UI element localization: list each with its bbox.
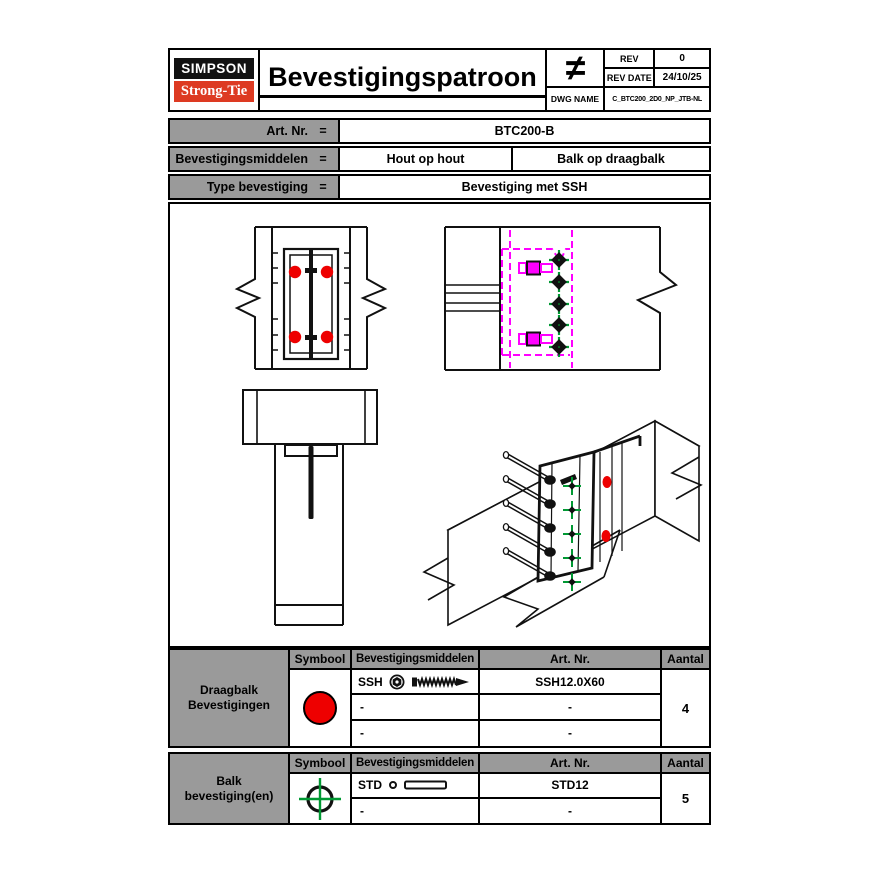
ssh-screw-dot <box>602 476 612 488</box>
break-line-left <box>422 557 456 601</box>
symbol-cell <box>290 774 352 823</box>
art-nr-cell: - <box>480 798 662 823</box>
rev-row: REV 0 <box>605 50 709 69</box>
group-label-line2: Bevestigingen <box>187 698 271 712</box>
crosshair-symbol <box>299 777 341 820</box>
side-view-drawing <box>444 226 678 371</box>
equals-sign: = <box>319 124 327 138</box>
page-title: Bevestigingspatroon <box>260 62 545 98</box>
hidden-screw-icon <box>518 260 553 276</box>
ssh-screw-dot <box>601 530 611 542</box>
header-symbool: Symbool <box>290 754 352 774</box>
equals-sign: = <box>319 180 327 194</box>
header-art-nr: Art. Nr. <box>480 754 662 774</box>
equals-sign: = <box>319 152 327 166</box>
art-nr-cell: - <box>480 720 662 746</box>
dwg-name-label: DWG NAME <box>546 86 604 110</box>
info-row-fasteners: Bevestigingsmiddelen = Hout op hout Balk… <box>168 146 711 172</box>
hex-bolt-icon <box>389 674 405 690</box>
rev-date-value: 24/10/25 <box>662 72 702 83</box>
fastener-cell: SSH <box>352 670 480 696</box>
art-nr-cell: SSH12.0X60 <box>480 670 662 696</box>
rev-date-row: REV DATE 24/10/25 <box>605 69 709 88</box>
plan-view-drawing <box>242 389 378 626</box>
hidden-screw-icon <box>518 331 553 347</box>
header-aantal: Aantal <box>662 650 709 670</box>
iso-view-drawing <box>422 419 703 628</box>
fastener-cell: - <box>352 695 480 721</box>
info-value-beam: Balk op draagbalk <box>557 152 665 166</box>
aantal-value: 5 <box>662 774 709 823</box>
info-label-text: Type bevestiging <box>206 180 308 194</box>
not-equal-symbol: ≠ <box>565 47 585 88</box>
logo-simpson: SIMPSON <box>174 58 255 79</box>
fastener-type-label: SSH <box>358 674 383 689</box>
art-nr-cell: STD12 <box>480 774 662 799</box>
drawing-area <box>168 202 711 648</box>
ssh-screw-icon <box>411 675 469 688</box>
logo: SIMPSON Strong-Tie <box>170 50 261 110</box>
group-label: Draagbalk Bevestigingen <box>170 650 290 746</box>
group-label-line2: bevestiging(en) <box>184 788 274 803</box>
std-dowel-icon <box>404 780 447 790</box>
title-block: SIMPSON Strong-Tie Bevestigingspatroon ≠… <box>168 48 711 112</box>
symbol-cell <box>290 670 352 746</box>
group-label-line1: Balk <box>216 773 242 788</box>
header-bevestigingsmiddelen: Bevestigingsmiddelen <box>352 754 480 774</box>
info-label: Type bevestiging = <box>170 176 340 198</box>
aantal-value: 4 <box>662 670 709 746</box>
info-row-type: Type bevestiging = Bevestiging met SSH <box>168 174 711 200</box>
break-line-right <box>670 456 703 500</box>
front-view-drawing <box>234 226 388 370</box>
nail-tick-marks <box>272 252 350 351</box>
ssh-screw-dots <box>288 265 334 344</box>
rev-value: 0 <box>679 53 685 64</box>
group-label-line1: Draagbalk <box>199 683 259 697</box>
dwg-name-row: C_BTC200_2D0_NP_JTB-NL <box>605 88 709 110</box>
info-label: Art. Nr. = <box>170 120 340 142</box>
art-nr-cell: - <box>480 695 662 721</box>
rev-label: REV <box>605 50 656 67</box>
info-value-wood: Hout op hout <box>340 148 513 170</box>
info-label-text: Art. Nr. <box>266 124 308 138</box>
header-art-nr: Art. Nr. <box>480 650 662 670</box>
dwg-name-value: C_BTC200_2D0_NP_JTB-NL <box>612 95 703 103</box>
rev-date-label: REV DATE <box>605 69 656 86</box>
info-row-art-nr: Art. Nr. = BTC200-B <box>168 118 711 144</box>
draagbalk-fastener-table: Draagbalk Bevestigingen Symbool Bevestig… <box>168 648 711 748</box>
info-label: Bevestigingsmiddelen = <box>170 148 340 170</box>
technical-drawing <box>234 226 703 628</box>
red-circle-symbol <box>303 691 337 725</box>
drafting-symbol-cell: ≠ DWG NAME <box>544 47 604 110</box>
info-value-type: Bevestiging met SSH <box>461 180 588 194</box>
fastener-cell: - <box>352 720 480 746</box>
revision-block: REV 0 REV DATE 24/10/25 C_BTC200_2D0_NP_… <box>603 50 709 110</box>
info-value-art-nr: BTC200-B <box>494 124 555 138</box>
hanger-plate <box>536 450 596 583</box>
header-aantal: Aantal <box>662 754 709 774</box>
balk-fastener-table: Balk bevestiging(en) Symbool Bevestiging… <box>168 752 711 825</box>
fastener-type-label: STD <box>358 778 382 793</box>
fastener-cell: - <box>352 798 480 823</box>
fastener-cell: STD <box>352 774 480 799</box>
header-symbool: Symbool <box>290 650 352 670</box>
info-label-text: Bevestigingsmiddelen <box>175 152 308 166</box>
title-cell: Bevestigingspatroon <box>260 50 545 110</box>
logo-strongtie: Strong-Tie <box>174 81 255 102</box>
header-bevestigingsmiddelen: Bevestigingsmiddelen <box>352 650 480 670</box>
std-end-icon <box>389 781 397 790</box>
group-label: Balk bevestiging(en) <box>170 754 290 823</box>
